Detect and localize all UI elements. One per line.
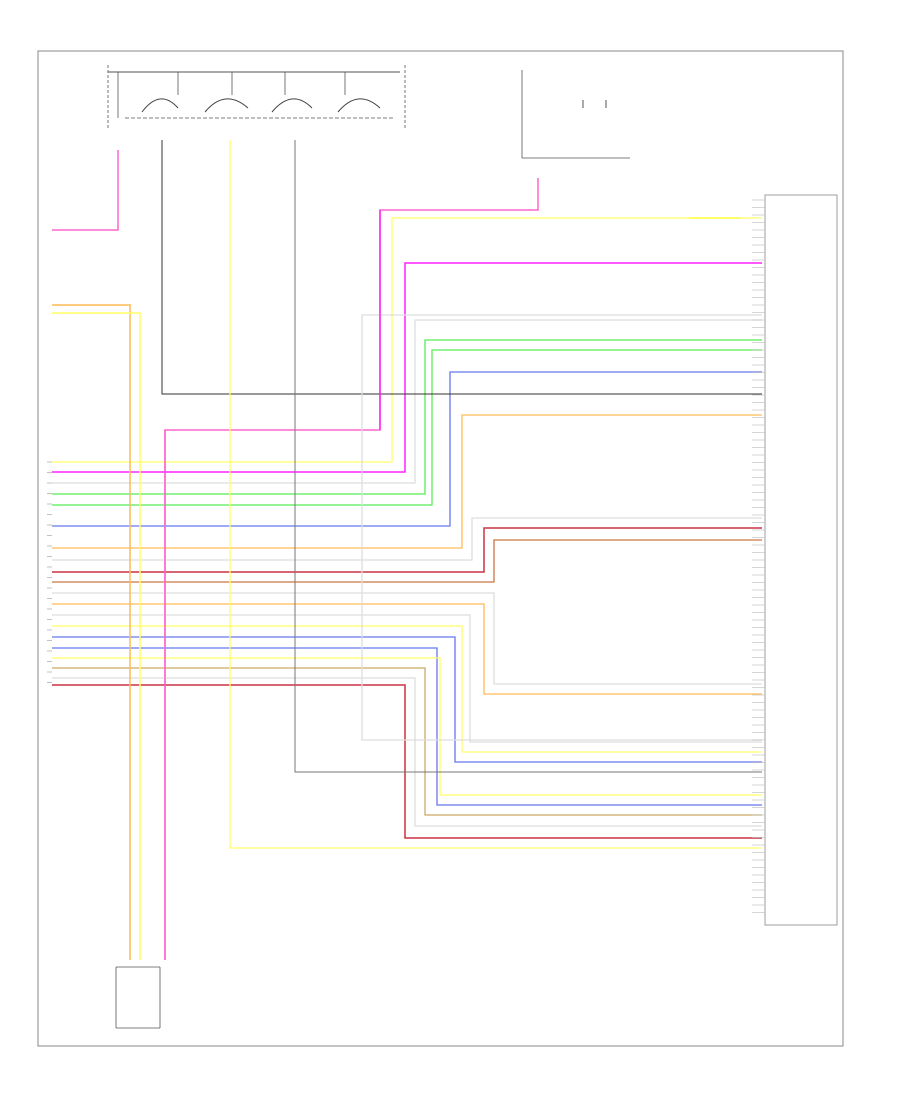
wire-white-6 bbox=[361, 314, 762, 741]
diagram-frame bbox=[37, 50, 844, 1047]
wire-yellow-4 bbox=[229, 140, 762, 849]
wire-white-2 bbox=[52, 517, 762, 561]
wire-red-1 bbox=[52, 527, 762, 573]
wire-sensor-magenta bbox=[164, 178, 539, 960]
wire-white-5 bbox=[52, 677, 762, 827]
wire-yellow-2 bbox=[52, 625, 762, 753]
wire-blue-1 bbox=[52, 371, 762, 527]
wire-white-1 bbox=[52, 319, 762, 484]
wire-tan-1 bbox=[52, 603, 762, 695]
lower-connector bbox=[115, 966, 161, 1029]
wire-gray-1 bbox=[294, 140, 762, 773]
wire-sensor-yellow bbox=[52, 217, 762, 463]
wire-blue-3 bbox=[52, 647, 762, 806]
wire-green-1 bbox=[52, 339, 762, 495]
wire-white-3 bbox=[52, 592, 762, 685]
wire-yellow-3 bbox=[52, 657, 762, 796]
connector-pins bbox=[47, 199, 765, 913]
wire-blue-2 bbox=[52, 636, 762, 763]
wire-black-ground bbox=[161, 140, 762, 395]
wire-brown-2 bbox=[52, 539, 762, 583]
wire-orange-vertical bbox=[52, 304, 131, 960]
wire-pink-power bbox=[52, 150, 119, 231]
wire-red-2 bbox=[52, 684, 762, 839]
wire-brown-1 bbox=[52, 414, 762, 549]
wire-tan-2 bbox=[52, 667, 762, 816]
wire-white-4 bbox=[52, 614, 762, 743]
wire-yellow-vertical bbox=[52, 312, 141, 960]
wire-green-2 bbox=[52, 349, 762, 506]
control-module-connector bbox=[764, 194, 838, 926]
wire-magenta-2 bbox=[52, 262, 762, 473]
wire-harness bbox=[52, 140, 762, 960]
sensor-box bbox=[521, 70, 630, 159]
switch-assembly bbox=[107, 65, 406, 130]
